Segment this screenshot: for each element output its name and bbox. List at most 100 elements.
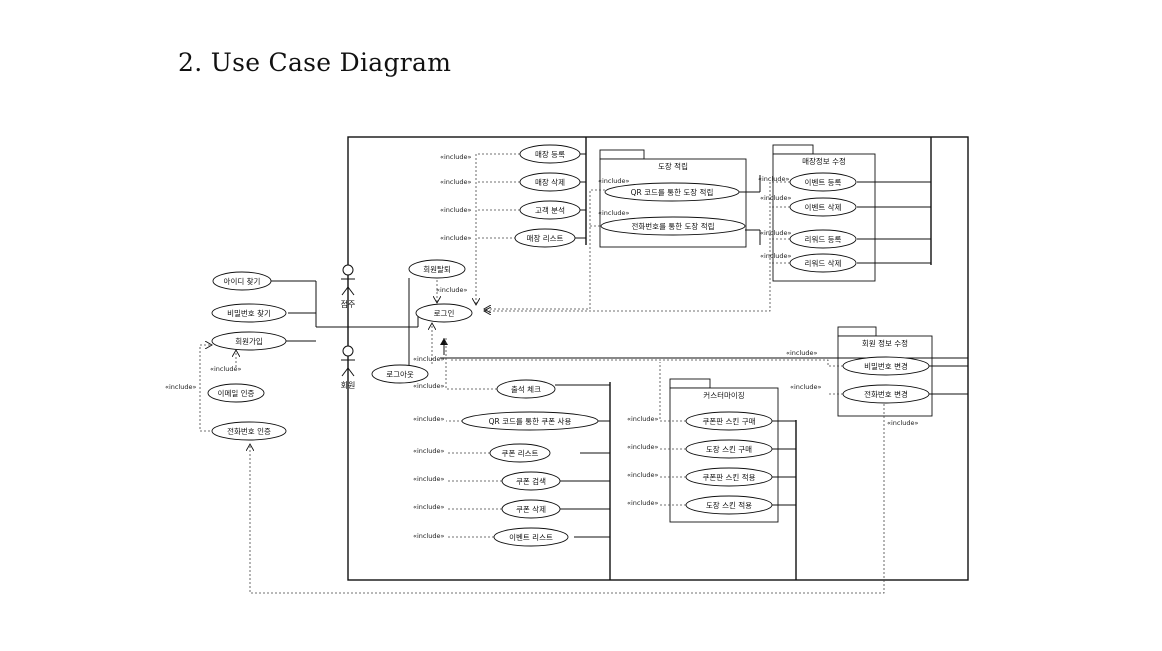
uc-email-auth: 이메일 인증: [207, 383, 265, 403]
uc-find-id: 아이디 찾기: [212, 271, 272, 291]
use-case-label: 도장 스킨 구매: [706, 444, 752, 454]
use-case-label: 쿠폰판 스킨 적용: [702, 472, 755, 482]
uc-coupon-skin-buy: 쿠폰판 스킨 구매: [685, 411, 773, 431]
uc-coupon-delete: 쿠폰 삭제: [501, 499, 561, 519]
include-label: «include»: [440, 206, 472, 214]
include-label: «include»: [413, 503, 445, 511]
uc-attendance: 출석 체크: [496, 379, 556, 399]
include-label: «include»: [760, 252, 792, 260]
use-case-label: 매장 등록: [535, 149, 565, 159]
use-cases: 아이디 찾기 비밀번호 찾기 회원가입 이메일 인증 전화번호 인증 회원탈퇴 …: [207, 144, 930, 547]
uc-stamp-skin-apply: 도장 스킨 적용: [685, 495, 773, 515]
actor-member: 회원: [341, 345, 356, 390]
uc-reward-delete: 리워드 삭제: [789, 253, 857, 273]
use-case-label: 이메일 인증: [218, 388, 255, 398]
include-label: «include»: [413, 355, 445, 363]
use-case-label: QR 코드를 통한 도장 적립: [631, 187, 714, 197]
uc-reward-register: 리워드 등록: [789, 229, 857, 249]
use-case-label: 비밀번호 변경: [864, 361, 908, 371]
include-label: «include»: [413, 532, 445, 540]
include-labels: «include» «include» «include» «include» …: [165, 153, 919, 540]
include-label: «include»: [413, 475, 445, 483]
uc-event-register: 이벤트 등록: [789, 172, 857, 192]
use-case-label: 로그인: [434, 308, 455, 318]
include-label: «include»: [413, 447, 445, 455]
uc-signup: 회원가입: [211, 331, 287, 351]
use-case-label: 아이디 찾기: [224, 276, 261, 286]
uc-event-delete: 이벤트 삭제: [789, 197, 857, 217]
uc-stamp-qr: QR 코드를 통한 도장 적립: [604, 182, 740, 202]
use-case-label: 비밀번호 찾기: [227, 308, 271, 318]
uc-store-delete: 매장 삭제: [519, 172, 581, 192]
use-case-label: 쿠폰판 스킨 구매: [702, 416, 755, 426]
uc-coupon-use-qr: QR 코드를 통한 쿠폰 사용: [461, 411, 599, 431]
use-case-label: 매장 삭제: [535, 177, 565, 187]
use-case-label: 리워드 등록: [805, 235, 842, 244]
uc-stamp-phone: 전화번호를 통한 도장 적립: [600, 216, 746, 236]
package-store-info-title: 매장정보 수정: [802, 156, 846, 166]
use-case-label: QR 코드를 통한 쿠폰 사용: [489, 417, 572, 426]
include-relations: [199, 153, 885, 594]
uc-event-list: 이벤트 리스트: [493, 527, 569, 547]
include-label: «include»: [758, 175, 790, 183]
include-label: «include»: [413, 382, 445, 390]
actor-owner: 점주: [341, 264, 356, 309]
use-case-label: 회원탈퇴: [423, 265, 451, 274]
use-case-label: 전화번호 변경: [864, 389, 908, 399]
include-label: «include»: [887, 419, 919, 427]
use-case-label: 이벤트 등록: [805, 177, 842, 187]
uc-pw-change: 비밀번호 변경: [842, 356, 930, 376]
uc-phone-change: 전화번호 변경: [842, 384, 930, 404]
include-label: «include»: [760, 229, 792, 237]
package-stamp-title: 도장 적립: [658, 161, 688, 171]
include-label: «include»: [210, 365, 242, 373]
page-title: 2. Use Case Diagram: [178, 48, 452, 77]
include-label: «include»: [413, 415, 445, 423]
uc-customer-analysis: 고객 분석: [519, 200, 581, 220]
uc-coupon-search: 쿠폰 검색: [501, 471, 561, 491]
include-label: «include»: [790, 383, 822, 391]
use-case-label: 고객 분석: [535, 205, 565, 215]
uc-coupon-skin-apply: 쿠폰판 스킨 적용: [685, 467, 773, 487]
uc-store-register: 매장 등록: [519, 144, 581, 164]
actor-member-label: 회원: [341, 381, 356, 390]
use-case-label: 전화번호를 통한 도장 적립: [631, 221, 714, 231]
use-case-label: 로그아웃: [386, 369, 414, 379]
uc-find-pw: 비밀번호 찾기: [211, 303, 287, 323]
uc-phone-auth: 전화번호 인증: [211, 421, 287, 441]
include-label: «include»: [598, 177, 630, 185]
include-label: «include»: [786, 349, 818, 357]
include-label: «include»: [627, 471, 659, 479]
use-case-label: 이벤트 삭제: [805, 202, 842, 212]
include-label: «include»: [440, 153, 472, 161]
package-member-info-title: 회원 정보 수정: [862, 338, 908, 348]
include-label: «include»: [627, 415, 659, 423]
use-case-label: 도장 스킨 적용: [706, 500, 752, 510]
uc-login: 로그인: [415, 303, 473, 323]
include-label: «include»: [627, 443, 659, 451]
include-label: «include»: [627, 499, 659, 507]
include-label: «include»: [440, 178, 472, 186]
use-case-label: 전화번호 인증: [227, 426, 271, 436]
uc-withdraw: 회원탈퇴: [408, 259, 466, 279]
uc-coupon-list: 쿠폰 리스트: [489, 443, 551, 463]
include-label: «include»: [598, 209, 630, 217]
uc-store-list: 매장 리스트: [514, 228, 576, 248]
actor-owner-label: 점주: [341, 299, 356, 309]
use-case-label: 리워드 삭제: [805, 258, 842, 268]
include-label: «include»: [165, 383, 197, 391]
include-label: «include»: [436, 286, 468, 294]
use-case-label: 회원가입: [235, 337, 263, 346]
use-case-label: 쿠폰 검색: [516, 476, 546, 486]
uc-stamp-skin-buy: 도장 스킨 구매: [685, 439, 773, 459]
include-label: «include»: [440, 234, 472, 242]
package-customizing-title: 커스터마이징: [703, 390, 744, 400]
include-label: «include»: [760, 194, 792, 202]
use-case-label: 매장 리스트: [527, 233, 564, 243]
use-case-label: 이벤트 리스트: [509, 532, 553, 542]
use-case-label: 출석 체크: [511, 384, 541, 394]
use-case-label: 쿠폰 리스트: [502, 449, 539, 458]
uc-logout: 로그아웃: [371, 364, 429, 384]
use-case-label: 쿠폰 삭제: [516, 504, 546, 514]
